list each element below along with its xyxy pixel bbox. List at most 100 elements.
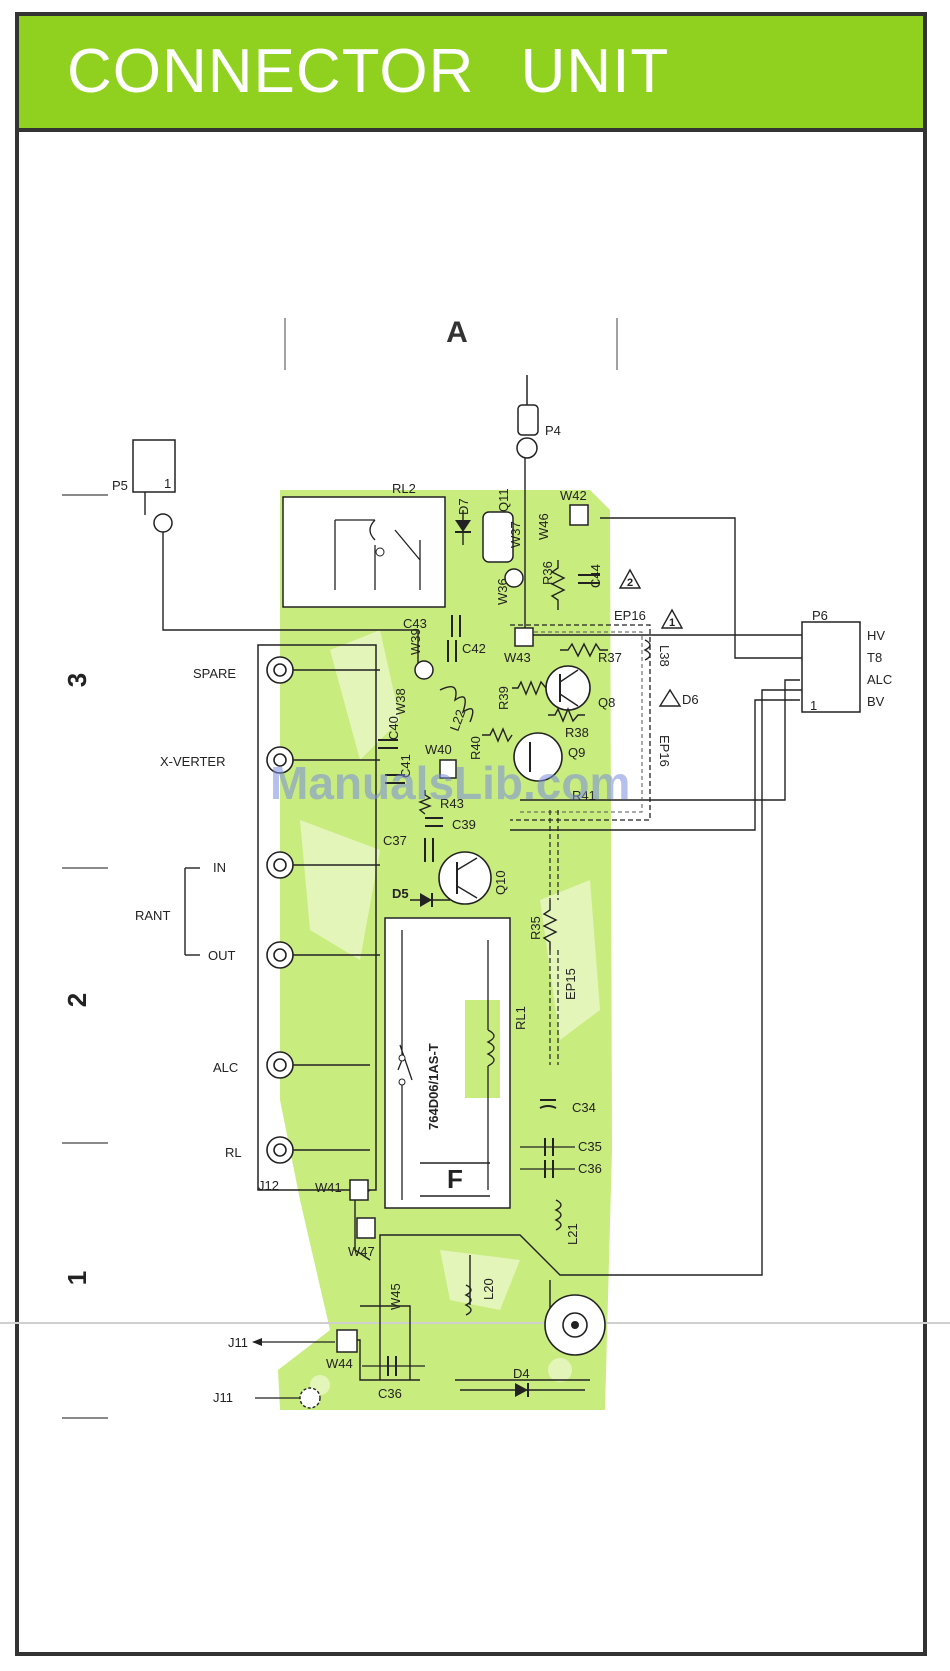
l22-label: L22 <box>447 708 469 734</box>
page-title: CONNECTOR UNIT <box>67 37 670 106</box>
p5-label: P5 <box>112 478 128 493</box>
r36-label: R36 <box>540 561 555 585</box>
p6-pin-number: 1 <box>810 698 817 713</box>
shield-ep15 <box>549 810 559 1065</box>
jack-label-spare: SPARE <box>193 666 236 681</box>
diode-d7: D7 <box>455 498 471 545</box>
capacitor-c34: C34 <box>539 1099 596 1115</box>
pad-w42: W42 <box>560 488 589 526</box>
capacitor-c40: C40 <box>378 716 401 749</box>
inductor-l21: L21 <box>554 1199 580 1245</box>
warning-triangle-2: 2 <box>618 568 642 589</box>
jack-label-out: OUT <box>208 948 236 963</box>
r39-label: R39 <box>496 686 511 710</box>
connector-j11-bottom: J11 <box>213 1387 321 1409</box>
ep15-label: EP15 <box>563 968 578 1000</box>
pad-w40: W40 <box>425 742 457 779</box>
resistor-r40: R40 <box>468 727 513 760</box>
w36-label: W36 <box>495 578 510 605</box>
l38-label: L38 <box>657 645 672 667</box>
capacitor-c36-bottom: C36 <box>362 1356 425 1401</box>
rl1-label: RL1 <box>513 1006 528 1030</box>
c41-label: C41 <box>398 754 413 778</box>
row-label-1: 1 <box>62 1271 92 1285</box>
capacitor-c36-top: C36 <box>520 1160 602 1178</box>
pad-w41: W41 <box>315 1179 369 1201</box>
row-markers: 3 2 1 <box>62 494 108 1419</box>
q8-label: Q8 <box>598 695 615 710</box>
c39-label: C39 <box>452 817 476 832</box>
transistor-q10: Q10 <box>438 851 508 905</box>
c36-label-top: C36 <box>578 1161 602 1176</box>
connector-p4: P4 <box>516 375 561 459</box>
w45-label: W45 <box>388 1283 403 1310</box>
shield-ep16 <box>510 624 651 821</box>
q10-label: Q10 <box>493 870 508 895</box>
capacitor-c37: C37 <box>383 833 434 862</box>
resistor-r39: R39 <box>496 680 547 710</box>
c40-label: C40 <box>386 716 401 740</box>
r41-label: R41 <box>572 788 596 803</box>
c35-label: C35 <box>578 1139 602 1154</box>
l21-label: L21 <box>565 1223 580 1245</box>
watermark: ManualsLib.com <box>270 757 631 809</box>
jack-label-alc: ALC <box>213 1060 238 1075</box>
connector-p6: P6 HV T8 ALC BV 1 <box>801 608 892 713</box>
q11-label: Q11 <box>496 488 511 512</box>
diode-d4: D4 <box>460 1366 585 1397</box>
w39-label: W39 <box>408 628 423 655</box>
transistor-q11: Q11 <box>482 488 514 563</box>
j11-top-label: J11 <box>228 1335 248 1350</box>
relay-rl1: RL1 764D06/1AS-T F <box>384 917 528 1209</box>
header-bar: CONNECTOR UNIT <box>15 12 927 132</box>
w38-label: W38 <box>393 688 408 715</box>
w44-label: W44 <box>326 1356 353 1371</box>
inductor-l38: L38 <box>643 639 672 667</box>
j11-bottom-label: J11 <box>213 1390 233 1405</box>
resistor-r43: R43 <box>418 790 464 815</box>
grid-column-label: A <box>446 316 468 349</box>
c42-label: C42 <box>462 641 486 656</box>
relay-rl2: RL2 <box>282 481 446 608</box>
connector-p5: P5 1 <box>112 439 176 533</box>
c44-label: C44 <box>588 564 603 588</box>
ep16-label-side: EP16 <box>657 735 672 767</box>
j12-jack-block <box>257 644 377 1191</box>
p6-pin-t8: T8 <box>867 650 882 665</box>
r43-label: R43 <box>440 796 464 811</box>
d6-label: D6 <box>682 692 699 707</box>
capacitor-c44: C44 <box>578 564 603 588</box>
connector-j12: J12 <box>258 1178 279 1193</box>
capacitor-c39: C39 <box>425 817 476 832</box>
resistor-r35: R35 <box>528 900 558 950</box>
w43-label: W43 <box>504 650 531 665</box>
w41-label: W41 <box>315 1180 342 1195</box>
w40-label: W40 <box>425 742 452 757</box>
jack-label-x-verter: X-VERTER <box>160 754 226 769</box>
c37-label: C37 <box>383 833 407 848</box>
connector-j11-top: J11 W44 <box>228 1329 358 1371</box>
resistor-r36: R36 <box>540 560 566 610</box>
r40-label: R40 <box>468 736 483 760</box>
capacitor-c41: C41 <box>385 754 413 784</box>
pad-w47: W47 <box>348 1217 376 1259</box>
l20-label: L20 <box>481 1278 496 1300</box>
c36-label-bottom: C36 <box>378 1386 402 1401</box>
c34-label: C34 <box>572 1100 596 1115</box>
transistor-q9: Q9 <box>513 732 585 782</box>
ep16-label-top: EP16 <box>614 608 646 623</box>
w37-label: W37 <box>508 521 523 548</box>
relay-mark: F <box>447 1164 463 1194</box>
inductor-l20: L20 <box>464 1278 496 1316</box>
warning-triangle-d6 <box>658 688 682 707</box>
warning-1-text: 1 <box>669 617 675 629</box>
p5-pin-label: 1 <box>164 476 171 491</box>
r38-label: R38 <box>565 725 589 740</box>
r37-label: R37 <box>598 650 622 665</box>
pad-w39: W39 <box>408 628 434 680</box>
p6-pin-hv: HV <box>867 628 885 643</box>
d7-label: D7 <box>456 498 471 515</box>
warning-triangle-1: 1 <box>660 608 684 629</box>
capacitor-c43: C43 <box>403 615 461 637</box>
